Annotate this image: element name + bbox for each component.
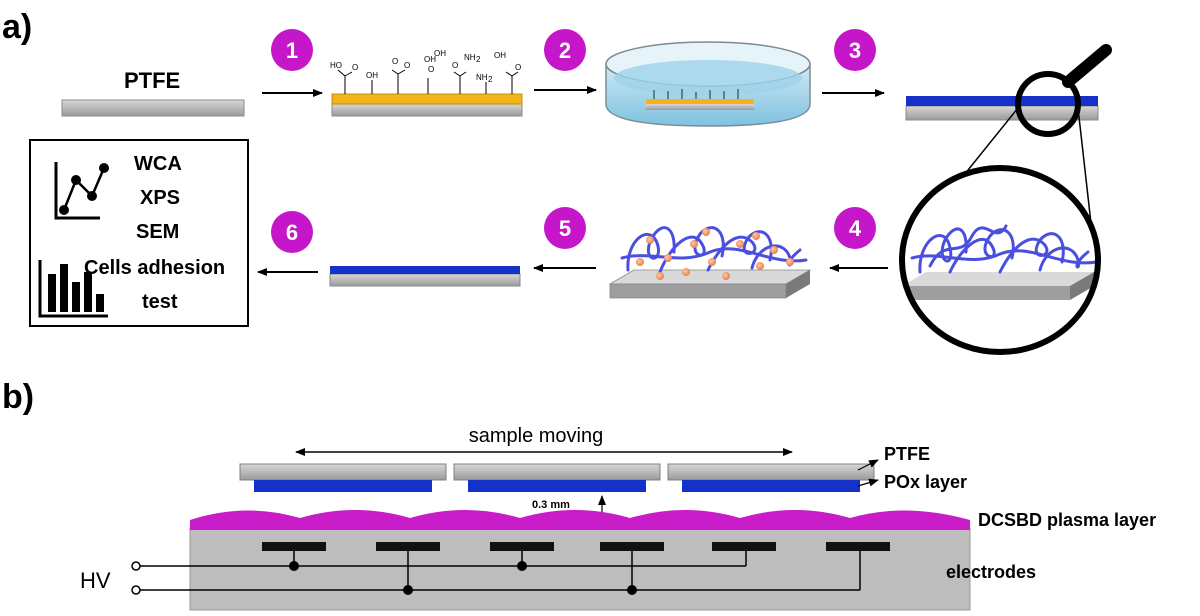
hv-terminals <box>131 561 141 595</box>
panel-b-label: b) <box>2 378 34 416</box>
sample-2 <box>453 463 661 492</box>
test-label: test <box>142 291 178 313</box>
zoom-lens <box>899 165 1101 355</box>
chem-label: NH <box>464 53 476 62</box>
coated-strip-substrate <box>905 105 1099 121</box>
step-number: 4 <box>849 216 862 241</box>
step-circle-3: 3 <box>834 29 876 71</box>
chem-label: OH <box>434 49 446 58</box>
hv-wiring <box>140 551 861 591</box>
chem-label: HO <box>330 61 342 70</box>
sample-moving-label: sample moving <box>469 425 604 447</box>
gap-label: 0.3 mm <box>532 499 570 511</box>
sem-label: SEM <box>136 221 179 243</box>
chem-label: O <box>452 61 458 70</box>
panel-a-label: a) <box>2 8 32 46</box>
chem-label: OH <box>366 71 378 80</box>
step-number: 5 <box>559 216 571 241</box>
petri-dish <box>605 41 811 127</box>
functionalized-surface: HO O OH O O OH O OH O NH 2 NH 2 OH O <box>330 49 523 117</box>
final-pox-coating <box>330 266 520 274</box>
sample-1 <box>239 463 447 492</box>
ptfe-strip <box>61 99 245 117</box>
step-number: 3 <box>849 38 861 63</box>
final-strip-substrate <box>329 273 521 287</box>
dielectric-plate <box>189 527 971 611</box>
wca-label: WCA <box>134 153 182 175</box>
step-circle-2: 2 <box>544 29 586 71</box>
magnifier-icon <box>1015 44 1112 137</box>
plasma-layer <box>190 510 970 530</box>
chem-label: O <box>428 65 434 74</box>
chem-label: O <box>515 63 521 72</box>
plasma-layer-label: DCSBD plasma layer <box>978 510 1156 530</box>
chem-label: 2 <box>488 75 493 84</box>
step-number: 1 <box>286 38 298 63</box>
chem-label: O <box>352 63 358 72</box>
chem-label: O <box>404 61 410 70</box>
step-number: 6 <box>286 220 298 245</box>
ptfe-b-label: PTFE <box>884 444 930 464</box>
wire-junctions <box>289 561 637 595</box>
cells-adhesion-label: Cells adhesion <box>84 257 225 279</box>
electrodes-row <box>262 542 890 551</box>
pox-pointer <box>857 478 879 487</box>
chem-label: NH <box>476 73 488 82</box>
brush-with-particles <box>608 226 812 299</box>
xps-label: XPS <box>140 187 180 209</box>
step-circle-5: 5 <box>544 207 586 249</box>
chem-label: OH <box>424 55 436 64</box>
step-circle-1: 1 <box>271 29 313 71</box>
sample-3 <box>667 463 875 492</box>
step-number: 2 <box>559 38 571 63</box>
electrodes-label: electrodes <box>946 562 1036 582</box>
step-circle-6: 6 <box>271 211 313 253</box>
ptfe-pointer <box>857 459 879 471</box>
bar-chart-icon <box>38 260 108 318</box>
chem-label: O <box>392 57 398 66</box>
pox-coating <box>906 96 1098 106</box>
line-chart-icon <box>54 162 109 220</box>
step-circle-4: 4 <box>834 207 876 249</box>
ptfe-label: PTFE <box>124 68 180 93</box>
chem-label: 2 <box>476 55 481 64</box>
chem-label: OH <box>494 51 506 60</box>
hv-label: HV <box>80 568 111 593</box>
pox-layer-label: POx layer <box>884 472 967 492</box>
